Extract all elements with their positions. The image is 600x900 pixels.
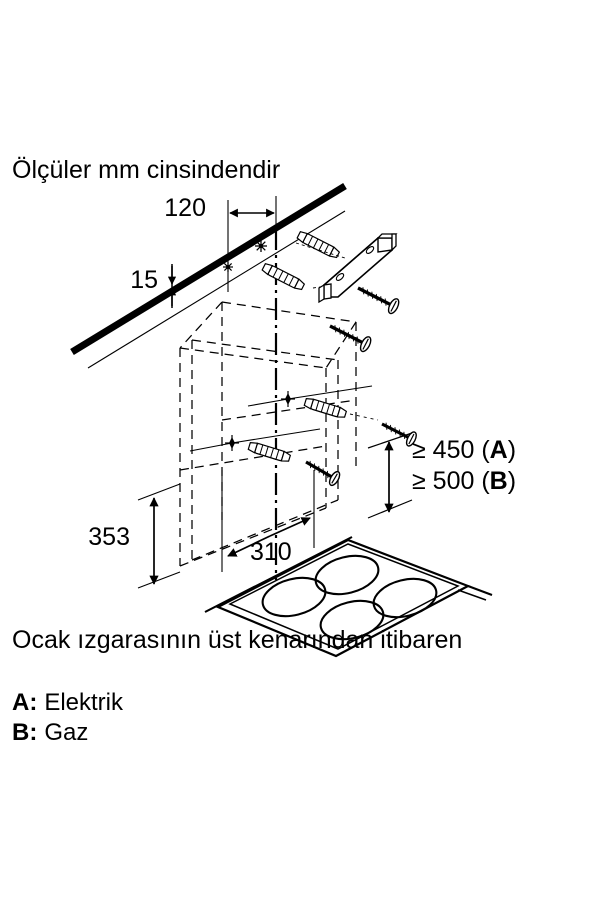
dim-15-label: 15	[130, 266, 158, 294]
legend-item-b: B:Gaz	[12, 719, 88, 746]
dim-arrow	[227, 535, 271, 557]
dim-120: 120	[164, 194, 275, 222]
burner	[372, 577, 438, 619]
hood-edge	[191, 339, 339, 361]
screw-upper-2	[329, 324, 372, 353]
screw-upper-1	[357, 286, 400, 315]
burner	[319, 599, 385, 641]
wall-plug-upper-2	[261, 262, 306, 291]
wall-plug-lower-1	[303, 397, 348, 418]
dim-120-extension-lines	[227, 196, 277, 292]
dim-120-label: 120	[164, 194, 206, 222]
dim-clearance: ≥ 450 (A) ≥ 500 (B)	[367, 432, 516, 519]
drill-mark-icon	[225, 435, 239, 451]
worktop-edge	[467, 585, 493, 596]
footnote: Ocak ızgarasının üst kenarından itibaren	[12, 626, 462, 654]
hood-edge	[221, 399, 357, 421]
hood-edge	[179, 347, 327, 369]
dim-353-label: 353	[88, 523, 130, 551]
hood-edge	[179, 507, 327, 567]
wall-edge-group	[70, 183, 347, 369]
hob-inner-frame	[228, 543, 460, 650]
worktop-edge	[457, 589, 487, 601]
hood-edge	[179, 301, 223, 349]
extension-line	[137, 571, 181, 589]
reference-line	[367, 432, 413, 449]
hood-body-outline	[179, 301, 357, 567]
hood-edge	[325, 321, 357, 369]
drill-mark-icon	[281, 391, 295, 407]
legend-item-a: A:Elektrik	[12, 689, 124, 716]
dim-353: 353	[88, 483, 181, 589]
drill-mark-icon	[255, 240, 267, 252]
units-title: Ölçüler mm cinsindendir	[12, 156, 280, 184]
hood-fixing-plane	[189, 385, 373, 452]
bracket-slot	[365, 246, 375, 254]
hood-edge	[221, 301, 357, 323]
dim-500-label: ≥ 500 (B)	[412, 467, 516, 495]
screw-lower-2	[305, 460, 341, 487]
hood-edge	[191, 499, 339, 561]
mounting-rail	[318, 233, 398, 304]
wall-plug-lower-2	[247, 441, 292, 462]
wall-plug-upper-1	[296, 230, 341, 259]
lower-drill-marks	[225, 391, 295, 451]
ceiling-edge-thick	[70, 183, 347, 355]
extension-line	[137, 483, 181, 501]
hood-edge	[179, 445, 327, 471]
cooktop	[204, 536, 493, 658]
dim-310-label: 310	[250, 538, 292, 566]
burner	[261, 576, 327, 618]
dim-15: 15	[130, 264, 177, 308]
dim-450-label: ≥ 450 (A)	[412, 436, 516, 464]
bracket-slot	[335, 273, 345, 281]
burner	[314, 554, 380, 596]
assembly-guide-lines-lower	[349, 413, 379, 421]
dim-arrow	[269, 517, 311, 537]
reference-line	[367, 499, 413, 519]
dim-310: 310	[221, 470, 315, 572]
